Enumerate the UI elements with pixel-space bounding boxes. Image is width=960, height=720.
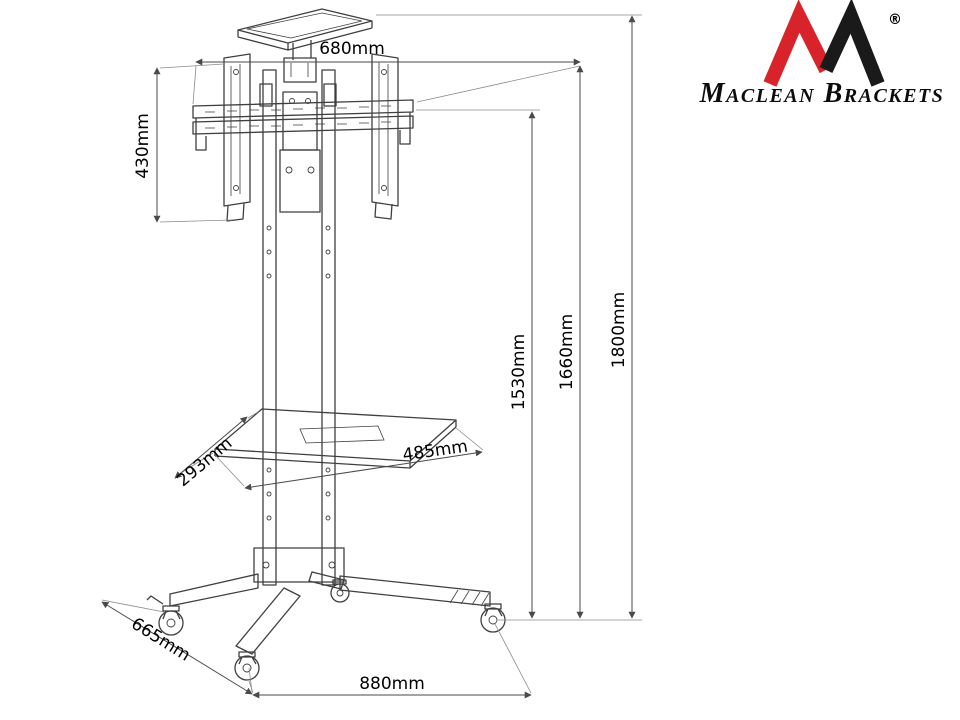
dim-label-1660: 1660mm xyxy=(557,314,577,390)
dim-label-485: 485mm xyxy=(401,437,469,466)
brand-name: Maclean Brackets xyxy=(699,78,945,109)
dim-label-880: 880mm xyxy=(359,674,425,694)
dim-line-293 xyxy=(174,416,248,479)
dim-label-1800: 1800mm xyxy=(609,292,629,368)
brake-lever xyxy=(146,595,164,605)
base xyxy=(146,571,506,681)
caster-back xyxy=(330,579,350,603)
logo-m-right-icon xyxy=(819,0,885,87)
bracket-mount xyxy=(259,83,337,213)
logo-m-left-icon xyxy=(763,0,833,87)
registered-mark: ® xyxy=(888,12,902,28)
caster-right xyxy=(480,603,506,633)
dim-label-293: 293mm xyxy=(173,433,236,490)
column xyxy=(253,69,345,586)
caster-front xyxy=(234,651,260,681)
dim-label-1530: 1530mm xyxy=(509,334,529,410)
right-bracket-plate xyxy=(371,53,399,220)
dim-label-680: 680mm xyxy=(319,39,385,59)
mount-rails xyxy=(192,99,414,151)
left-bracket-plate xyxy=(223,53,251,222)
dim-line-665 xyxy=(101,601,253,695)
dim-label-430: 430mm xyxy=(133,113,153,179)
dim-label-665: 665mm xyxy=(128,614,194,666)
dim-line-485 xyxy=(244,449,483,491)
brand-logo: ® Maclean Brackets xyxy=(699,0,945,109)
top-shelf xyxy=(237,8,373,83)
